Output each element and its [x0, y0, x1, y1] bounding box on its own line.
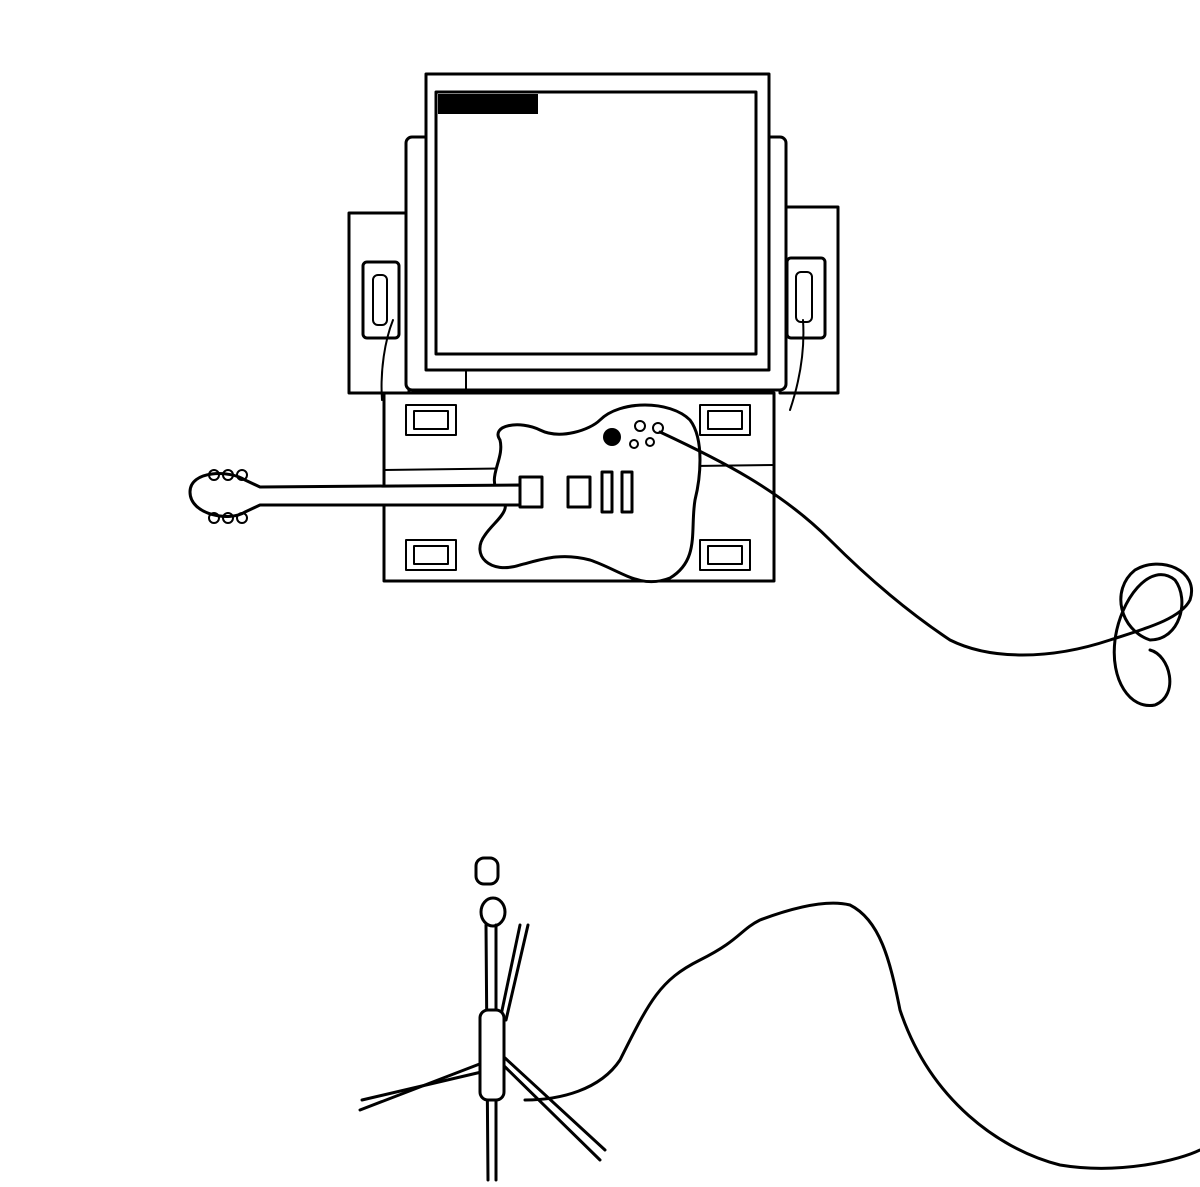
right-speaker — [778, 205, 840, 395]
left-speaker — [347, 211, 411, 395]
microphone-stand — [358, 856, 607, 1182]
screen-logo — [438, 94, 538, 114]
microphone-cable — [523, 901, 1200, 1170]
guitar-cable — [658, 430, 1194, 708]
guitar-controller — [188, 403, 702, 584]
monitor — [424, 72, 771, 393]
